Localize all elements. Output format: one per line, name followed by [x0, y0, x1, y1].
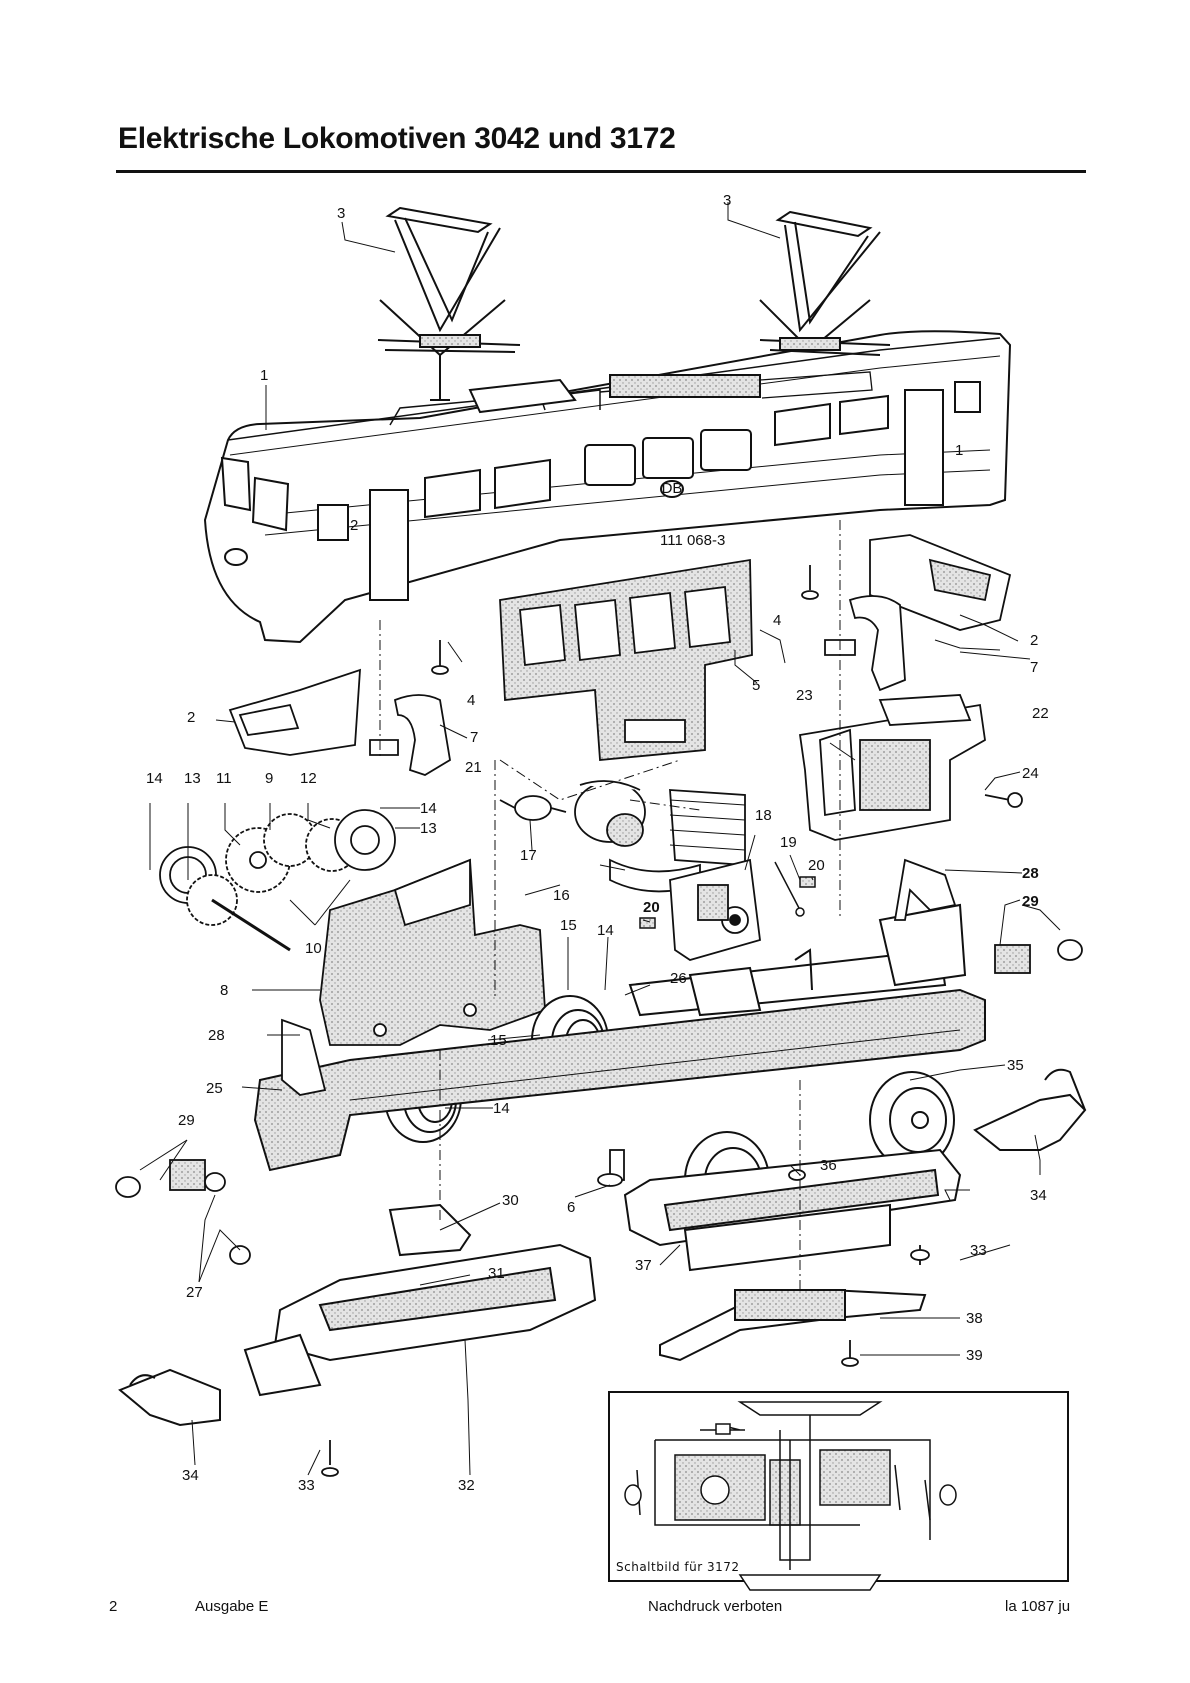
label-37: 37 [635, 1257, 652, 1274]
inner-casing [499, 558, 753, 761]
label-25: 25 [206, 1080, 223, 1097]
screws [321, 565, 930, 1477]
label-13-right: 13 [420, 820, 437, 837]
label-38: 38 [966, 1310, 983, 1327]
label-16: 16 [553, 887, 570, 904]
wiring-diagram-caption: Schaltbild für 3172 [616, 1560, 740, 1574]
label-20-left: 20 [643, 899, 660, 916]
label-15-upper: 15 [560, 917, 577, 934]
label-29-left: 29 [178, 1112, 195, 1129]
label-13-left: 13 [184, 770, 201, 787]
body-number-plate: 111 068-3 [660, 532, 725, 549]
label-14-right: 14 [420, 800, 437, 817]
rear-bogie [623, 1148, 962, 1272]
label-24: 24 [1022, 765, 1039, 782]
label-18: 18 [755, 807, 772, 824]
label-30: 30 [502, 1192, 519, 1209]
label-7-left: 7 [470, 729, 478, 746]
label-3-front: 3 [337, 205, 345, 222]
lamp-assembly-right [994, 939, 1083, 974]
label-15-lower: 15 [490, 1032, 507, 1049]
label-4-right: 4 [773, 612, 781, 629]
label-34-left: 34 [182, 1467, 199, 1484]
label-2-door: 2 [350, 517, 358, 534]
label-4-left: 4 [467, 692, 475, 709]
label-27: 27 [186, 1284, 203, 1301]
footer-edition: Ausgabe E [195, 1598, 269, 1615]
light-guide-left [228, 668, 361, 756]
label-39: 39 [966, 1347, 983, 1364]
label-14-left: 14 [146, 770, 163, 787]
chassis-frame [253, 903, 986, 1172]
part-number-labels: 1 1 2 2 2 3 3 4 4 5 6 7 7 8 9 10 11 12 1… [146, 192, 1049, 1494]
wiring-diagram-inset [608, 1391, 1069, 1591]
body-clip-left [369, 694, 451, 776]
label-1-right: 1 [955, 442, 963, 459]
title-rule [116, 170, 1086, 173]
label-6: 6 [567, 1199, 575, 1216]
light-guide-right [869, 534, 1012, 631]
label-7-right: 7 [1030, 659, 1038, 676]
reversing-unit [798, 694, 1023, 841]
lamp-assembly-left [115, 1159, 251, 1265]
label-33-right: 33 [970, 1242, 987, 1259]
label-21: 21 [465, 759, 482, 776]
footer-notice: Nachdruck verboten [648, 1598, 783, 1615]
label-9: 9 [265, 770, 273, 787]
label-5: 5 [752, 677, 760, 694]
gear-housing [319, 858, 546, 1046]
label-28-right: 28 [1022, 865, 1039, 882]
label-19: 19 [780, 834, 797, 851]
pantograph-rear [759, 210, 891, 356]
label-33-left: 33 [298, 1477, 315, 1494]
gear-train [159, 809, 396, 952]
footer-page-number: 2 [109, 1598, 118, 1615]
label-23: 23 [796, 687, 813, 704]
label-2-right: 2 [1030, 632, 1038, 649]
footer-code: la 1087 ju [1005, 1598, 1071, 1615]
label-14-middle: 14 [597, 922, 614, 939]
pantograph-front [377, 206, 521, 401]
label-1: 1 [260, 367, 268, 384]
label-29-right: 29 [1022, 893, 1039, 910]
carbon-brushes [639, 861, 816, 929]
label-22: 22 [1032, 705, 1049, 722]
pickup-shoe [659, 1288, 927, 1362]
contact-plate [281, 858, 957, 1096]
label-2-left: 2 [187, 709, 195, 726]
body-clip-right [824, 595, 906, 692]
motor-armature [499, 780, 646, 847]
label-14-lower: 14 [493, 1100, 510, 1117]
motor-shield [669, 858, 761, 961]
assembly-centerlines [379, 520, 841, 1290]
label-31: 31 [488, 1265, 505, 1282]
label-8: 8 [220, 982, 228, 999]
coupler-right [973, 1068, 1087, 1151]
front-bogie [243, 1203, 597, 1397]
label-17: 17 [520, 847, 537, 864]
label-10: 10 [305, 940, 322, 957]
label-36: 36 [820, 1157, 837, 1174]
label-20-right: 20 [808, 857, 825, 874]
page-title: Elektrische Lokomotiven 3042 und 3172 [118, 122, 676, 155]
label-12: 12 [300, 770, 317, 787]
label-34-right: 34 [1030, 1187, 1047, 1204]
coupler-left [118, 1368, 221, 1427]
label-11: 11 [216, 770, 232, 787]
label-3-rear: 3 [723, 192, 731, 209]
label-26: 26 [670, 970, 687, 987]
leader-lines [139, 202, 1061, 1476]
label-28-left: 28 [208, 1027, 225, 1044]
label-32: 32 [458, 1477, 475, 1494]
label-35: 35 [1007, 1057, 1024, 1074]
locomotive-body [203, 330, 1012, 644]
body-db-logo: DB [662, 480, 683, 497]
